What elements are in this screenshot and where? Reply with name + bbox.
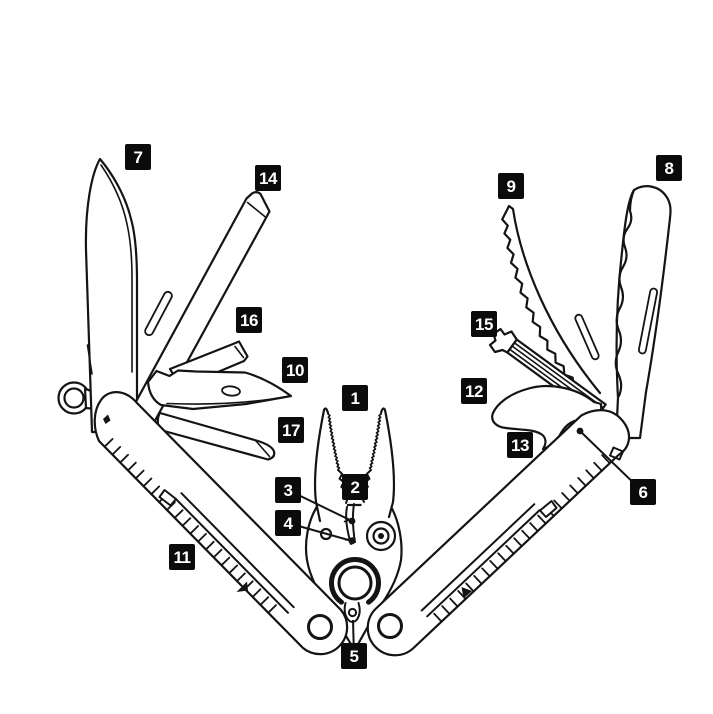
knife-blade bbox=[84, 157, 139, 434]
pivot-bolt bbox=[319, 520, 397, 552]
medium-screwdriver-awl bbox=[156, 411, 276, 461]
carabiner-spring bbox=[329, 556, 381, 605]
left-handle bbox=[93, 391, 349, 656]
right-handle bbox=[366, 409, 631, 657]
scissors bbox=[146, 369, 293, 411]
saw bbox=[501, 204, 605, 442]
lanyard-attachment bbox=[343, 602, 361, 623]
serrated-knife bbox=[614, 185, 672, 440]
